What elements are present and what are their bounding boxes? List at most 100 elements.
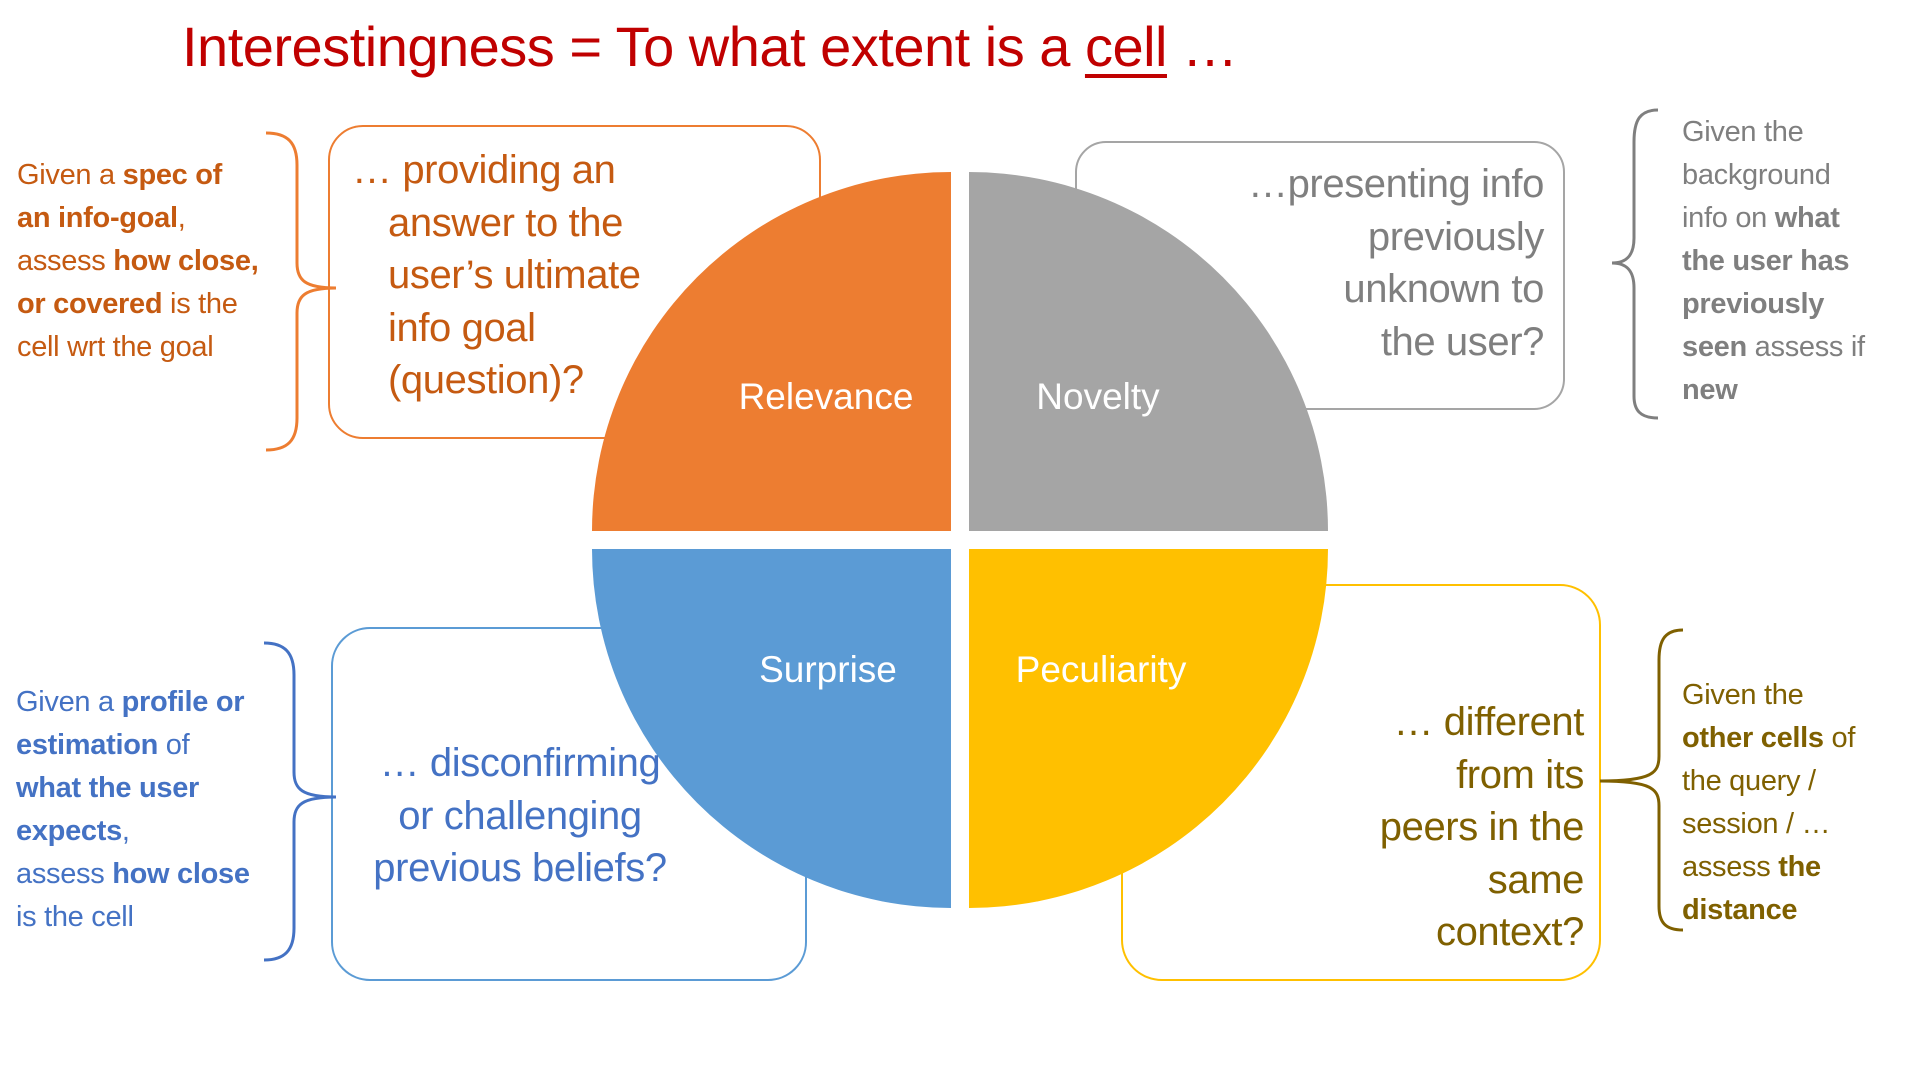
criterion-line: Given a spec of [17,154,258,197]
surprise-quadrant [592,549,951,908]
criterion-line: background [1682,154,1865,197]
criterion-line: cell wrt the goal [17,326,258,369]
criterion-text: info on [1682,202,1775,234]
criterion-line: info on what [1682,197,1865,240]
criterion-emphasis: other cells [1682,722,1824,754]
criterion-emphasis: distance [1682,894,1798,926]
peculiarity-question: … different from its peers in the same conte… [1379,696,1585,959]
question-line: unknown to [1343,267,1544,311]
criterion-line: distance [1682,889,1855,932]
question-line: previously [1367,214,1544,259]
page-title: Interestingness = To what extent is a ce… [182,14,1238,79]
criterion-text: is the cell [16,901,134,933]
criterion-line: previously [1682,283,1865,326]
criterion-emphasis: what [1774,202,1840,234]
criterion-line: Given the [1682,674,1855,717]
relevance-label: Relevance [738,376,914,417]
criterion-emphasis: spec of [122,159,223,191]
question-line: peers in the [1379,805,1585,849]
peculiarity-brace [1599,628,1684,932]
question-line: …presenting info [1247,162,1544,206]
criterion-text: the query / [1682,765,1816,797]
surprise-brace [263,641,337,962]
criterion-line: new [1682,369,1865,412]
criterion-emphasis: previously [1682,288,1825,320]
novelty-criterion: Given the background info on what the user … [1682,111,1865,412]
criterion-text: Given the [1682,679,1804,711]
title-underlined-word: cell [1084,15,1168,78]
criterion-line: the user has [1682,240,1865,283]
criterion-line: what the user [16,767,250,810]
criterion-line: assess how close [16,853,250,896]
criterion-line: is the cell [16,896,250,939]
criterion-line: Given a profile or [16,681,250,724]
question-line: from its [1456,752,1584,797]
novelty-quadrant [969,172,1328,531]
peculiarity-quadrant [969,549,1328,908]
criterion-text: Given a [16,686,122,718]
criterion-line: assess how close, [17,240,259,283]
criterion-emphasis: the user has [1682,245,1850,277]
title-ellipsis: … [1166,15,1238,78]
criterion-emphasis: how close, [113,245,259,277]
criterion-text: of [158,729,190,761]
criterion-text: background [1682,159,1831,191]
question-line: (question)? [388,358,584,402]
criterion-line: seen assess if [1682,326,1865,369]
relevance-question: … providing an answer to the user’s ultima… [352,144,641,407]
criterion-text: , [177,202,186,234]
criterion-text: is the [162,288,238,320]
criterion-text: Given the [1682,116,1804,148]
question-line: user’s ultimate [388,253,641,297]
question-line: … different [1393,700,1584,744]
criterion-text: assess [1682,851,1779,883]
criterion-text: assess [17,245,114,277]
criterion-text: of [1823,722,1856,754]
criterion-emphasis: an info-goal [17,202,178,234]
criterion-line: estimation of [16,724,250,767]
criterion-emphasis: what the user [16,772,200,804]
criterion-text: , [121,815,130,847]
criterion-emphasis: estimation [16,729,159,761]
question-line: … providing an [352,148,616,192]
novelty-label: Novelty [1036,376,1160,417]
peculiarity-label: Peculiarity [1015,649,1187,690]
criterion-text: session / … [1682,808,1831,840]
criterion-emphasis: or covered [17,288,163,320]
question-line: … disconfirming [379,741,661,785]
criterion-line: expects, [16,810,250,853]
question-line: info goal [388,305,536,350]
question-line: previous beliefs? [373,846,667,890]
criterion-line: assess the [1682,846,1855,889]
question-line: same [1487,857,1585,902]
criterion-emphasis: seen [1682,331,1747,363]
title-text: Interestingness = To what extent is a [182,15,1085,78]
criterion-text: cell wrt the goal [17,331,214,363]
criterion-text: Given a [17,159,123,191]
criterion-line: other cells of [1682,717,1855,760]
relevance-brace [265,131,337,452]
criterion-emphasis: profile or [121,686,245,718]
criterion-line: or covered is the [17,283,258,326]
criterion-emphasis: the [1778,851,1821,883]
criterion-text: assess if [1746,331,1865,363]
surprise-label: Surprise [759,649,897,690]
criterion-text: assess [16,858,113,890]
question-line: the user? [1380,319,1545,364]
surprise-question: … disconfirming or challenging previous be… [355,737,685,895]
criterion-emphasis: expects [16,815,122,847]
novelty-brace [1611,108,1659,420]
relevance-quadrant [592,172,951,531]
question-line: or challenging [398,793,642,838]
criterion-line: an info-goal, [17,197,258,240]
criterion-line: session / … [1682,803,1855,846]
question-line: answer to the [388,200,623,245]
criterion-emphasis: new [1682,374,1738,406]
criterion-emphasis: how close [112,858,250,890]
question-line: context? [1435,910,1584,954]
